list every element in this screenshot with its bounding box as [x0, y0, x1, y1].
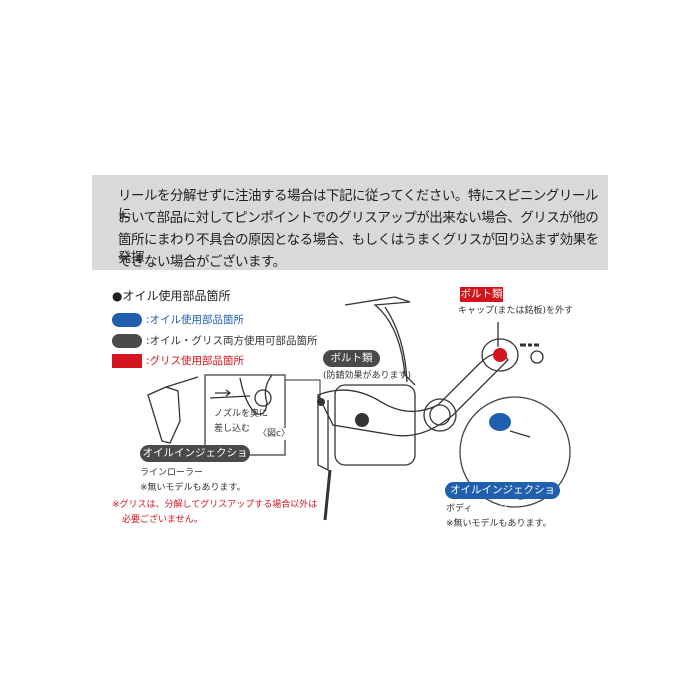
- figure-label: 〈図c〉: [258, 428, 290, 440]
- line-roller-icon: [317, 398, 325, 406]
- legend-label-both: :オイル・グリス両方使用可部品箇所: [146, 335, 318, 347]
- notice-box: リールを分解せずに注油する場合は下記に従ってください。特にスピニングリールに お…: [92, 175, 608, 270]
- notice-line: 箇所にまわり不具合の原因となる場合、もしくはうまくグリスが回り込まず効果を発揮: [118, 232, 599, 266]
- spray-can-icon: [147, 386, 181, 444]
- bolt-gray-badge: ボルト類: [323, 350, 380, 367]
- line-roller-badge: オイルインジェクション: [140, 445, 250, 476]
- line-roller-part: ラインローラー: [140, 468, 204, 478]
- inset-note-line: ノズルを奥に: [214, 409, 269, 419]
- legend-title: ●オイル使用部品箇所: [112, 289, 231, 303]
- inset-note-line: 差し込む: [214, 424, 251, 434]
- bolt-red-badge: ボルト類: [460, 287, 503, 302]
- notice-line: おいて部品に対してピンポイントでのグリスアップが出来ない場合、グリスが他の: [118, 210, 599, 226]
- grease-note-line: 必要ございません。: [122, 515, 203, 525]
- legend-swatch-both: [112, 334, 142, 348]
- legend-swatch-oil: [112, 313, 142, 327]
- legend-swatch-grease: [112, 354, 142, 368]
- grease-bolt-icon: [493, 348, 507, 362]
- bolt-red-caption: キャップ(または銘板)を外す: [458, 306, 574, 316]
- oil-port-icon: [489, 413, 511, 431]
- grease-note-line: ※グリスは、分解してグリスアップする場合以外は: [112, 500, 318, 510]
- legend-label-oil: :オイル使用部品箇所: [146, 314, 245, 326]
- notice-line: リールを分解せずに注油する場合は下記に従ってください。特にスピニングリールに: [118, 188, 598, 222]
- bolt-gray-caption: (防錆効果があります): [323, 371, 412, 381]
- body-badge: オイルインジェクション: [445, 482, 560, 513]
- line-roller-note: ※無いモデルもあります。: [140, 483, 246, 493]
- notice-line: できない場合がございます。: [118, 254, 286, 270]
- bolt-icon: [355, 413, 369, 427]
- body-part: ボディ: [446, 504, 473, 514]
- body-note: ※無いモデルもあります。: [446, 519, 552, 529]
- legend-label-grease: :グリス使用部品箇所: [146, 355, 245, 367]
